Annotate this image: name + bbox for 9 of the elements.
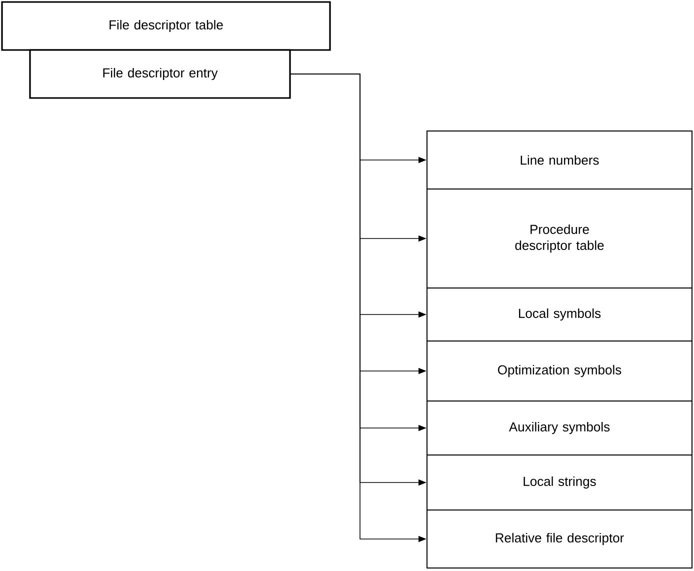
table-box: File descriptor table [1, 1, 331, 51]
table-row: Procedure descriptor table [426, 188, 692, 288]
table-row: Optimization symbols [426, 340, 692, 402]
entry-box: File descriptor entry [29, 49, 291, 99]
table-row: Line numbers [426, 130, 692, 190]
table-row: Local symbols [426, 288, 692, 342]
table-row: Auxiliary symbols [426, 400, 692, 456]
table-row: Local strings [426, 454, 692, 510]
table-row: Relative file descriptor [426, 510, 692, 568]
